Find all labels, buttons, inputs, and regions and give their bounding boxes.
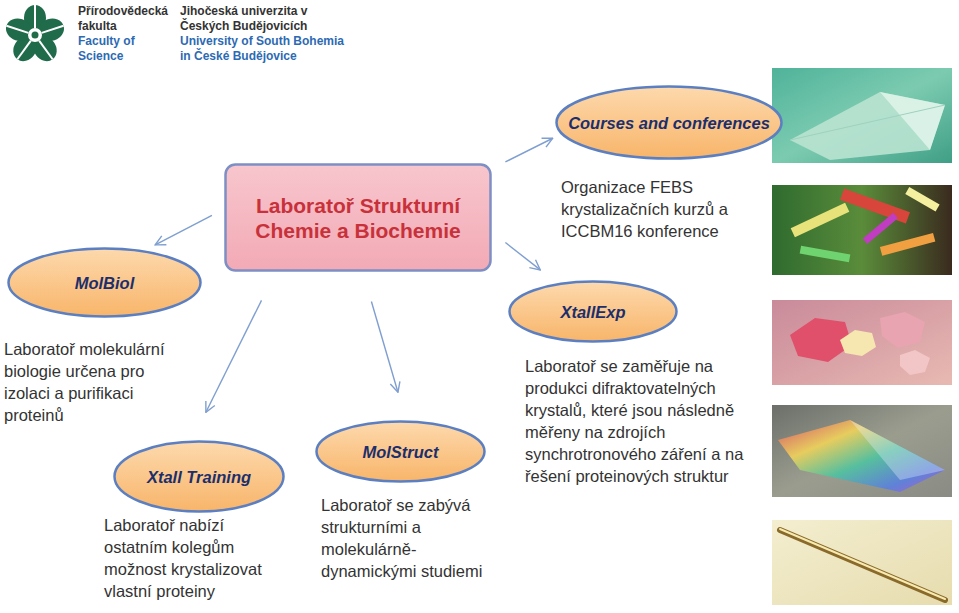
crystal-photo: [772, 68, 952, 163]
logo-text: Jihočeská univerzita v Českých Budějovic…: [180, 4, 330, 34]
node-content: MolStruct: [315, 420, 486, 483]
logo: [3, 5, 67, 66]
crystal-photo: [772, 300, 952, 385]
node-content: Courses and conferences: [555, 85, 783, 160]
oval-node: XtallExpLaboratoř se zaměřuje na produkc…: [508, 280, 678, 343]
node-content: Laboratoř Strukturní Chemie a Biochemie: [224, 163, 492, 272]
arrow-connector: [505, 243, 540, 270]
logo-text: Přírodovědecká fakulta: [78, 4, 178, 34]
node-content: XtallExp: [508, 280, 678, 343]
oval-shape: [317, 422, 485, 482]
oval-title: Xtall Training: [147, 467, 251, 487]
node-content: Xtall Training: [113, 440, 285, 513]
description-text: Laboratoř nabízí ostatním kolegům možnos…: [104, 514, 286, 602]
description-text: Laboratoř se zabývá strukturními a molek…: [321, 494, 503, 582]
oval-shape: [557, 87, 782, 159]
arrow-connector: [155, 215, 212, 245]
oval-shape: [510, 282, 677, 342]
oval-shape: [115, 442, 284, 512]
oval-title: XtallExp: [560, 302, 625, 322]
arrow-connector: [371, 301, 398, 392]
box-title: Laboratoř Strukturní Chemie a Biochemie: [236, 193, 480, 243]
oval-node: Xtall TrainingLaboratoř nabízí ostatním …: [113, 440, 285, 513]
arrow-connector: [206, 300, 262, 412]
oval-title: Courses and conferences: [568, 113, 770, 133]
oval-title: MolStruct: [362, 442, 438, 462]
node-content: MolBiol: [7, 247, 202, 318]
oval-node: MolStructLaboratoř se zabývá strukturním…: [315, 420, 486, 483]
crystal-photo: [772, 185, 952, 275]
oval-title: MolBiol: [75, 273, 135, 293]
oval-shape: [9, 249, 201, 317]
logo-text: Faculty of Science: [78, 34, 178, 64]
title-box: Laboratoř Strukturní Chemie a Biochemie: [224, 163, 492, 272]
oval-node: Courses and conferencesOrganizace FEBS k…: [555, 85, 783, 160]
crystal-photo: [772, 520, 952, 605]
oval-node: MolBiolLaboratoř molekulární biologie ur…: [7, 247, 202, 318]
box-shape: [226, 165, 491, 271]
box-outline: [224, 163, 492, 272]
crystal-photo: [772, 405, 952, 497]
logo-text: University of South Bohemia in České Bud…: [180, 34, 355, 64]
description-text: Organizace FEBS krystalizačních kurzů a …: [561, 176, 761, 242]
arrow-connector: [505, 138, 552, 162]
description-text: Laboratoř molekulární biologie určena pr…: [4, 338, 184, 426]
description-text: Laboratoř se zaměřuje na produkci difrak…: [525, 355, 751, 487]
